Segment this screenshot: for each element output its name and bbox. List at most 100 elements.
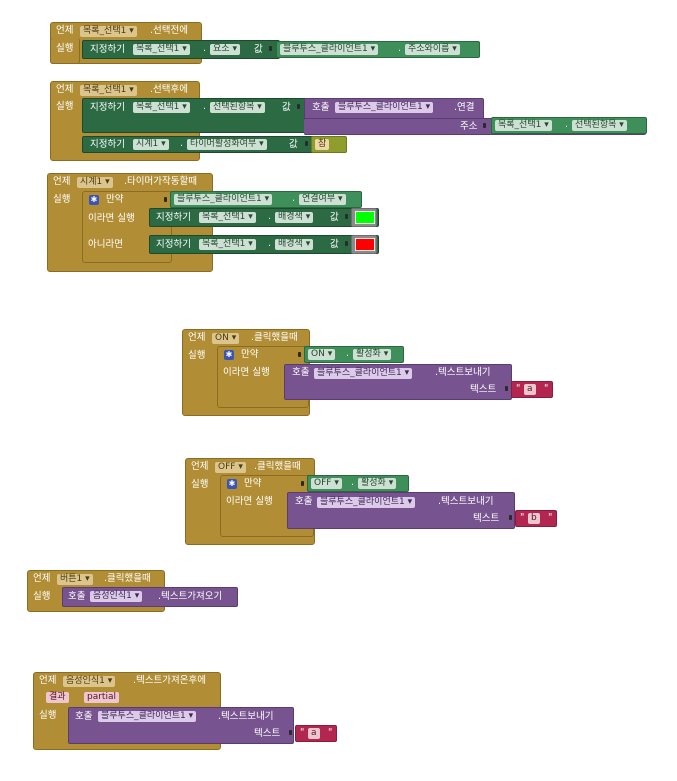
event-parameter-result[interactable]: 결과	[46, 692, 69, 703]
text-value-field[interactable]: b	[528, 513, 540, 524]
argument-label: 텍스트	[473, 513, 500, 524]
method-name-label: .텍스트가져오기	[158, 591, 223, 602]
to-label: 값	[254, 44, 263, 55]
set-label: 지정하기	[90, 139, 125, 150]
dot-label: .	[351, 477, 355, 488]
do-label: 실행	[188, 350, 206, 361]
dot-label: .	[346, 348, 350, 359]
dot-label: .	[203, 101, 207, 112]
component-dropdown[interactable]: ON ▾	[308, 349, 336, 360]
component-dropdown[interactable]: 블루투스_클라이언트1 ▾	[174, 194, 273, 205]
component-dropdown[interactable]: OFF ▾	[311, 478, 342, 489]
when-label: 언제	[39, 675, 57, 686]
then-do-label: 이라면 실행	[88, 213, 135, 224]
component-dropdown[interactable]: 블루투스_클라이언트1 ▾	[98, 711, 197, 722]
component-dropdown[interactable]: 목록_선택1 ▾	[133, 44, 190, 55]
component-dropdown[interactable]: 목록_선택1 ▾	[199, 239, 256, 250]
when-label: 언제	[33, 573, 51, 584]
quote-open: "	[300, 727, 305, 738]
component-dropdown[interactable]: 목록_선택1 ▾	[133, 102, 190, 113]
property-dropdown[interactable]: 배경색 ▾	[275, 212, 314, 223]
quote-close: "	[544, 383, 549, 394]
quote-open: "	[516, 383, 521, 394]
property-dropdown[interactable]: 활성화 ▾	[353, 349, 392, 360]
property-dropdown[interactable]: 활성화 ▾	[358, 478, 397, 489]
event-name-label: .클릭했을때	[251, 332, 298, 343]
event-parameter-partial[interactable]: partial	[84, 692, 119, 703]
component-dropdown[interactable]: 블루투스_클라이언트1 ▾	[335, 102, 434, 113]
component-dropdown[interactable]: 목록_선택1 ▾	[199, 212, 256, 223]
method-name-label: .텍스트보내기	[435, 367, 491, 378]
socket-connector	[298, 352, 301, 357]
component-dropdown[interactable]: 버튼1 ▾	[57, 574, 93, 585]
gear-icon[interactable]: ✱	[224, 350, 234, 360]
do-label: 실행	[191, 479, 209, 490]
socket-connector	[164, 197, 167, 202]
socket-connector	[289, 730, 292, 735]
color-swatch-green[interactable]	[355, 211, 375, 224]
socket-connector	[269, 46, 272, 51]
when-label: 언제	[191, 461, 209, 472]
gear-icon[interactable]: ✱	[89, 195, 99, 205]
argument-label: 주소	[460, 121, 478, 132]
argument-label: 텍스트	[254, 728, 281, 739]
socket-connector	[305, 141, 308, 146]
component-dropdown[interactable]: 목록_선택1 ▾	[80, 26, 137, 37]
set-label: 지정하기	[156, 239, 191, 250]
else-label: 아니라면	[88, 239, 123, 250]
gear-icon[interactable]: ✱	[227, 479, 237, 489]
component-dropdown[interactable]: 시계1 ▾	[133, 139, 169, 150]
component-dropdown[interactable]: ON ▾	[212, 333, 240, 344]
property-dropdown[interactable]: 선택된항목 ▾	[210, 102, 265, 113]
property-dropdown[interactable]: 주소와이름 ▾	[405, 44, 460, 55]
call-label: 호출	[292, 367, 310, 378]
when-label: 언제	[188, 332, 206, 343]
call-label: 호출	[75, 711, 93, 722]
socket-connector	[345, 214, 348, 219]
call-label: 호출	[68, 591, 86, 602]
property-dropdown[interactable]: 연결여부 ▾	[299, 194, 346, 205]
component-dropdown[interactable]: 블루투스_클라이언트1 ▾	[314, 368, 413, 379]
dot-label: .	[180, 138, 184, 149]
method-name-label: .연결	[454, 102, 475, 113]
property-dropdown[interactable]: 요소 ▾	[210, 44, 240, 55]
call-label: 호출	[312, 102, 330, 113]
component-dropdown[interactable]: 블루투스_클라이언트1 ▾	[280, 44, 379, 55]
then-do-label: 이라면 실행	[223, 367, 270, 378]
boolean-dropdown[interactable]: 참	[315, 139, 330, 150]
if-label: 만약	[106, 194, 124, 205]
do-label: 실행	[53, 194, 71, 205]
do-label: 실행	[39, 710, 57, 721]
component-dropdown[interactable]: 시계1 ▾	[77, 177, 113, 188]
if-label: 만약	[244, 478, 262, 489]
socket-connector	[345, 241, 348, 246]
socket-connector	[301, 481, 304, 486]
to-label: 값	[282, 102, 291, 113]
call-label: 호출	[295, 496, 313, 507]
event-name-label: .클릭했을때	[104, 573, 151, 584]
set-property-block[interactable]	[82, 98, 308, 133]
component-dropdown[interactable]: 음성인식1 ▾	[90, 591, 143, 602]
when-label: 언제	[56, 25, 74, 36]
property-dropdown[interactable]: 선택된항목 ▾	[572, 120, 627, 131]
property-dropdown[interactable]: 배경색 ▾	[275, 239, 314, 250]
set-label: 지정하기	[90, 44, 125, 55]
text-value-field[interactable]: a	[524, 384, 536, 395]
when-label: 언제	[56, 84, 74, 95]
component-dropdown[interactable]: 음성인식1 ▾	[63, 676, 116, 687]
component-dropdown[interactable]: OFF ▾	[215, 462, 246, 473]
do-label: 실행	[56, 43, 74, 54]
component-dropdown[interactable]: 블루투스_클라이언트1 ▾	[317, 497, 416, 508]
color-swatch-red[interactable]	[355, 238, 375, 251]
component-dropdown[interactable]: 목록_선택1 ▾	[495, 120, 552, 131]
event-name-label: .텍스트가져온후에	[133, 675, 206, 686]
component-dropdown[interactable]: 목록_선택1 ▾	[80, 85, 137, 96]
socket-connector	[509, 515, 512, 520]
quote-close: "	[328, 727, 333, 738]
dot-label: .	[565, 119, 569, 130]
event-name-label: .클릭했을때	[254, 461, 301, 472]
text-value-field[interactable]: a	[308, 728, 320, 739]
property-dropdown[interactable]: 타이머활성화여부 ▾	[187, 139, 267, 150]
argument-label: 텍스트	[470, 384, 497, 395]
event-name-label: .선택전에	[150, 25, 188, 36]
